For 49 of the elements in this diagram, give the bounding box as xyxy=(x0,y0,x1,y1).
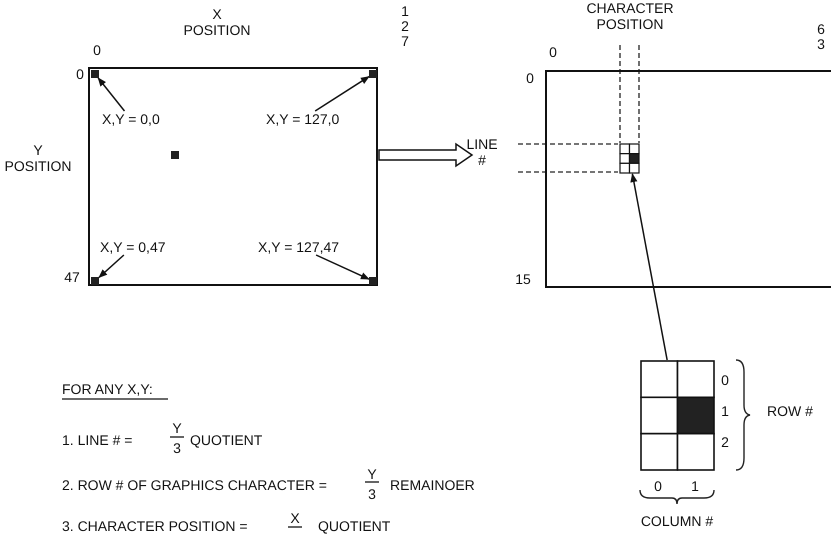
tick-label: 47 xyxy=(63,269,81,285)
coordinate-label: X,Y = 0,0 xyxy=(102,111,160,127)
pixel-mark xyxy=(91,70,99,78)
tick-label: 63 xyxy=(816,22,826,52)
arrow xyxy=(98,77,126,112)
column-number: 0 xyxy=(653,478,663,494)
row-number: 2 xyxy=(720,434,730,450)
fraction-numerator: Y xyxy=(366,466,378,482)
axis-title: CHARACTER POSITION xyxy=(585,0,675,32)
pixel-mark xyxy=(91,277,99,285)
formula-text: QUOTIENT xyxy=(318,518,390,534)
tick-label: 0 xyxy=(525,70,535,86)
axis-title: Y POSITION xyxy=(4,142,72,174)
formula-text: QUOTIENT xyxy=(190,432,262,448)
formula-text: 3. CHARACTER POSITION = xyxy=(62,518,248,534)
fraction-denominator: 3 xyxy=(367,486,377,502)
block-arrow xyxy=(378,142,474,168)
tick-label: 0 xyxy=(92,42,102,58)
arrow xyxy=(316,254,370,280)
row-number: 0 xyxy=(720,372,730,388)
coordinate-label: X,Y = 0,47 xyxy=(100,239,166,255)
axis-title: X POSITION xyxy=(182,6,252,38)
fraction-numerator: X xyxy=(289,510,301,526)
column-number: 1 xyxy=(690,478,700,494)
character-cell xyxy=(619,143,640,174)
axis-title: ROW # xyxy=(766,403,814,419)
row-number: 1 xyxy=(720,403,730,419)
tick-label: 0 xyxy=(75,66,85,82)
arrow xyxy=(98,254,124,278)
fraction-numerator: Y xyxy=(171,420,183,436)
arrow xyxy=(314,76,370,112)
axis-title: COLUMN # xyxy=(640,513,714,529)
fraction-denominator: 3 xyxy=(172,440,182,456)
screen-outline xyxy=(545,70,831,288)
pixel-mark xyxy=(369,277,377,285)
tick-label: 0 xyxy=(548,44,558,60)
formula-text: 2. ROW # OF GRAPHICS CHARACTER = xyxy=(62,477,327,493)
arrow xyxy=(630,173,668,360)
tick-label: 15 xyxy=(514,271,532,287)
screen-outline xyxy=(88,67,378,286)
character-cell-enlarged xyxy=(640,360,715,471)
tick-label: 127 xyxy=(400,4,410,49)
coordinate-label: X,Y = 127,0 xyxy=(266,111,340,127)
heading: FOR ANY X,Y: xyxy=(62,381,153,397)
pixel-mark xyxy=(369,70,377,78)
formula-text: 1. LINE # = xyxy=(62,432,132,448)
axis-title: LINE # xyxy=(465,136,499,168)
coordinate-label: X,Y = 127,47 xyxy=(258,239,340,255)
formula-text: REMAINOER xyxy=(390,477,475,493)
